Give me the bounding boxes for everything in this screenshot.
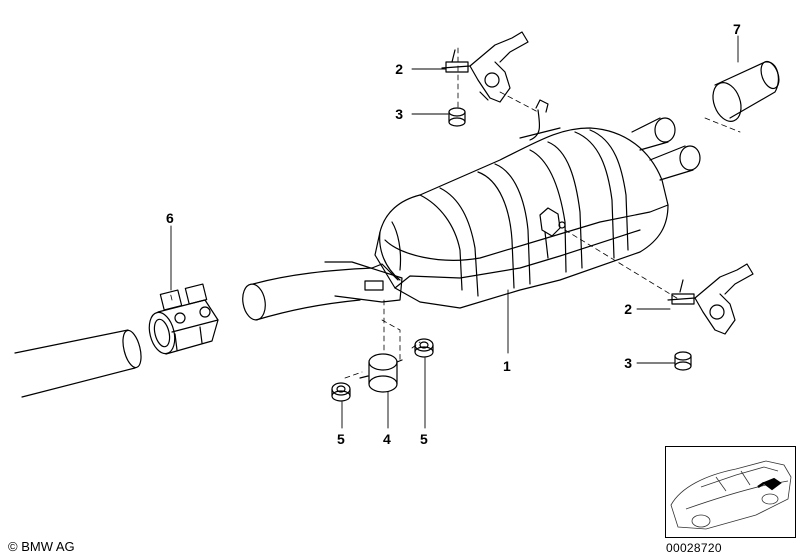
hanger-bracket-top[interactable] (441, 31, 529, 103)
front-pipe (14, 329, 142, 398)
rubber-mount[interactable] (359, 353, 403, 393)
rubber-bush-right[interactable] (674, 351, 692, 371)
label-5-right: 5 (420, 431, 428, 447)
label-2-top: 2 (395, 61, 403, 77)
vehicle-locator-inset (665, 446, 796, 538)
nut-left[interactable] (331, 382, 351, 402)
leader-lines (170, 35, 739, 429)
label-4: 4 (383, 431, 391, 447)
rear-muffler[interactable] (374, 99, 669, 309)
hanger-bracket-right[interactable] (667, 263, 754, 335)
tailpipe-trim[interactable] (708, 59, 782, 125)
label-5-left: 5 (337, 431, 345, 447)
label-7: 7 (733, 21, 741, 37)
label-3-right: 3 (624, 355, 632, 371)
label-1: 1 (503, 358, 511, 374)
tailpipes (631, 117, 701, 181)
label-3-top: 3 (395, 106, 403, 122)
rubber-bush-top[interactable] (448, 107, 466, 127)
pipe-clamp[interactable] (145, 283, 219, 356)
diagram-number: 00028720 (666, 541, 722, 555)
label-2-right: 2 (624, 301, 632, 317)
label-6: 6 (166, 210, 174, 226)
nut-right[interactable] (414, 338, 434, 358)
car-outline-icon (670, 460, 792, 530)
assembly-lines (169, 47, 741, 379)
connecting-pipe (242, 261, 403, 321)
copyright-text: © BMW AG (8, 539, 75, 554)
